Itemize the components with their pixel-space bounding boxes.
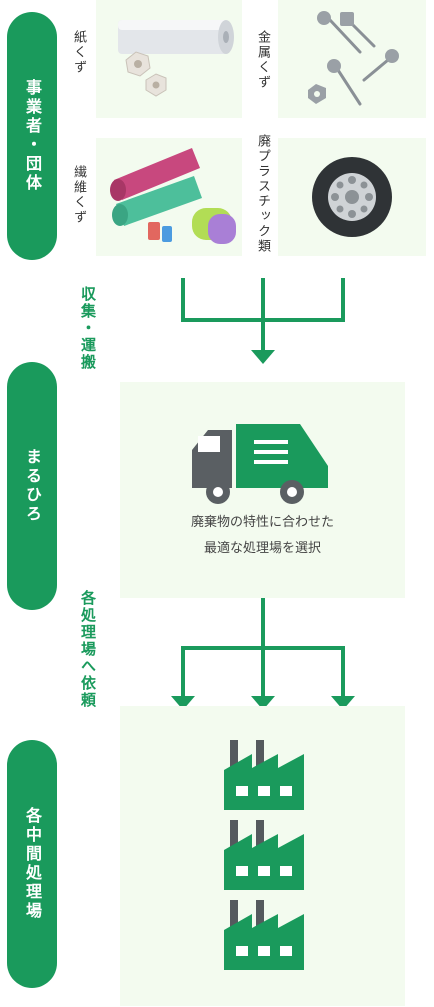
collection-connector [181, 278, 345, 364]
factory-icon [224, 740, 304, 810]
category-plastic-label: 廃プラスチック類 [255, 134, 270, 254]
truck-icon [192, 424, 328, 504]
maruhiro-caption-line1: 廃棄物の特性に合わせた [190, 515, 334, 530]
factory-icon [224, 900, 304, 970]
category-metal-label: 金属くず [255, 30, 270, 90]
factory-icon [224, 820, 304, 890]
request-connector [171, 598, 355, 710]
maruhiro-panel [120, 382, 405, 598]
metal-screws-icon [308, 11, 399, 106]
stage-business-label: 事業者・団体 [23, 79, 42, 193]
stage-facilities-pill: 各中間処理場 [7, 740, 57, 988]
stage-business-pill: 事業者・団体 [7, 12, 57, 260]
maruhiro-caption-line2: 最適な処理場を選択 [203, 541, 321, 556]
category-paper-box [96, 0, 242, 118]
category-textile-label: 繊維くず [71, 165, 86, 225]
textile-rolls-icon [110, 148, 236, 244]
step-request-label: 各処理場へ依頼 [79, 590, 97, 709]
category-paper-label: 紙くず [71, 30, 86, 75]
tire-icon [312, 157, 392, 237]
stage-maruhiro-label: まるひろ [23, 448, 42, 524]
stage-maruhiro-pill: まるひろ [7, 362, 57, 610]
stage-facilities-label: 各中間処理場 [23, 807, 42, 921]
step-collection-label: 収集・運搬 [79, 286, 97, 371]
paper-rolls-icon [118, 20, 234, 97]
